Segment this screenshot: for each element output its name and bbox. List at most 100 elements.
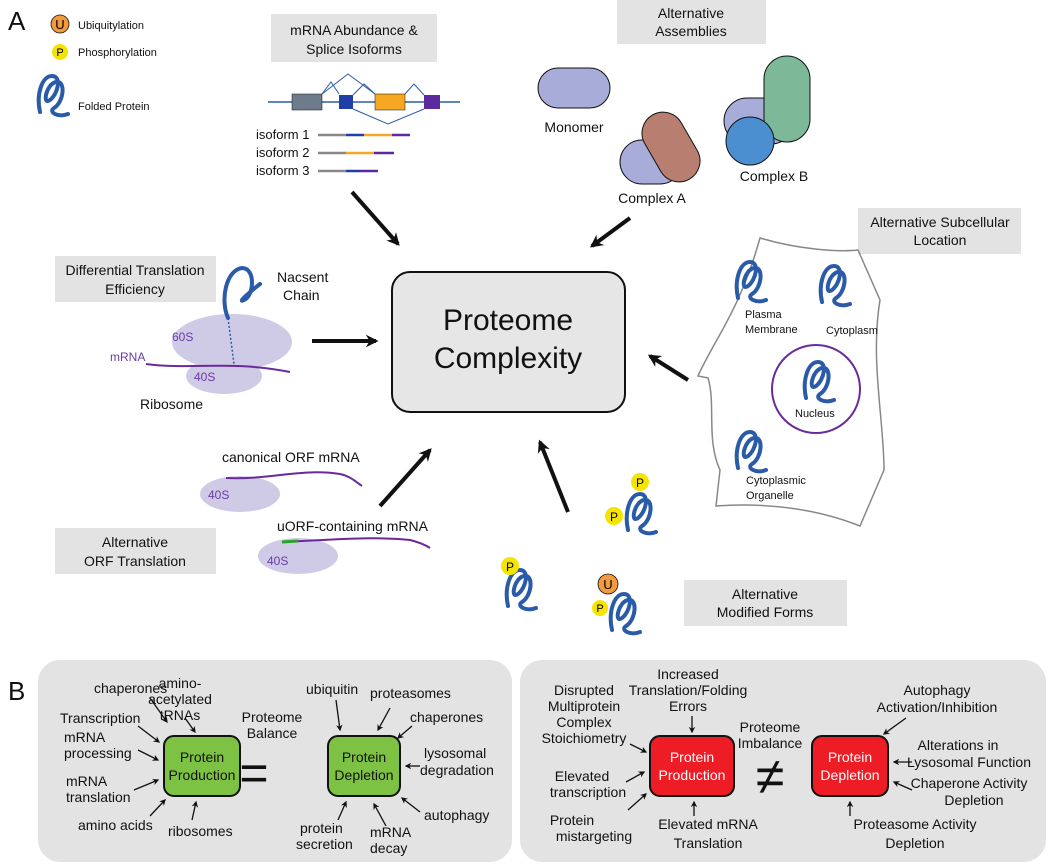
imbalance-arrows xyxy=(625,716,913,816)
imb-production-2: Production xyxy=(659,767,726,783)
gene-model xyxy=(268,73,460,125)
ribosome-mrna-label: mRNA xyxy=(110,350,145,364)
phosphate-icon xyxy=(52,44,68,60)
plasma-membrane-protein xyxy=(734,260,768,304)
modified-box xyxy=(684,580,847,626)
ribosome-mrna-strand xyxy=(145,363,291,373)
uorf-40s-label: 40S xyxy=(267,554,288,568)
nascent-label-1: Nacsent xyxy=(277,269,328,285)
phosphate-badge-1 xyxy=(501,557,519,575)
ubiquitin-text: U xyxy=(603,577,612,592)
imb-lysosomal-2: Lysosomal Function xyxy=(907,754,1031,770)
bal-depletion-1: Protein xyxy=(342,749,386,765)
balance-title-1: Proteome xyxy=(242,709,303,725)
legend: U Ubiquitylation P Phosphorylation Folde… xyxy=(36,14,157,118)
proteome-complexity-box xyxy=(391,271,626,413)
modified-title-2: Modified Forms xyxy=(717,604,813,620)
uorf-40s xyxy=(258,538,338,574)
imb-proteasome-2: Depletion xyxy=(885,835,944,851)
arrow-orf-to-center xyxy=(378,448,432,508)
subcellular-title-1: Alternative Subcellular xyxy=(870,214,1010,230)
complex-b-label: Complex B xyxy=(740,168,808,184)
complex-a-label: Complex A xyxy=(618,190,686,206)
phosphate-text-1: P xyxy=(506,560,514,574)
ribosome-label: Ribosome xyxy=(140,396,203,412)
balance-production-box xyxy=(163,735,241,797)
plasma-label-2: Membrane xyxy=(745,324,798,336)
bal-amino-3: tRNAs xyxy=(160,707,200,723)
imbalance-production-box xyxy=(649,735,735,797)
bal-chaperones-right: chaperones xyxy=(410,709,483,725)
imb-autophagy-2: Activation/Inhibition xyxy=(877,699,998,715)
imb-autophagy-1: Autophagy xyxy=(904,682,971,698)
balance-panel xyxy=(38,660,512,862)
cytoplasm-label: Cytoplasm xyxy=(826,325,878,337)
bal-amino-2: acetylated xyxy=(148,691,212,707)
imbalance-panel xyxy=(520,660,1046,862)
imb-elevated-tx-2: transcription xyxy=(550,784,626,800)
bal-processing-2: processing xyxy=(64,745,132,761)
imb-disrupted-1: Disrupted xyxy=(554,682,614,698)
panel-a-letter: A xyxy=(8,6,26,36)
uorf-segment xyxy=(281,539,299,544)
canonical-40s xyxy=(200,476,280,512)
complex-b-subunit xyxy=(725,116,775,166)
equals-sign: = xyxy=(239,745,268,801)
imb-production-1: Protein xyxy=(670,749,714,765)
legend-ubiquitylation: Ubiquitylation xyxy=(78,20,144,32)
bal-chaperones: chaperones xyxy=(94,680,167,696)
translation-title-2: Efficiency xyxy=(105,281,165,297)
monomer-label: Monomer xyxy=(544,119,603,135)
center-title-1: Proteome xyxy=(443,304,573,337)
phosphate-badge-4 xyxy=(592,600,608,616)
cytoplasm-protein xyxy=(818,264,852,308)
orf-title-2: ORF Translation xyxy=(84,553,186,569)
imb-proteasome-1: Proteasome Activity xyxy=(854,816,977,832)
phosphate-symbol: P xyxy=(56,47,63,59)
bal-amino-1: amino- xyxy=(159,675,202,691)
subcellular-title-2: Location xyxy=(914,232,967,248)
modified-protein-2 xyxy=(624,492,658,536)
complex-a-partner xyxy=(641,111,701,183)
plasma-label-1: Plasma xyxy=(745,309,783,321)
arrow-mrna-to-center xyxy=(350,190,400,246)
imb-disrupted-3: Complex xyxy=(556,714,611,730)
isoform-1-label: isoform 1 xyxy=(256,127,309,142)
bal-proteasomes: proteasomes xyxy=(370,685,451,701)
arrow-subcellular-to-center xyxy=(647,354,690,382)
center-title-2: Complexity xyxy=(434,342,582,375)
nucleus-label: Nucleus xyxy=(795,408,835,420)
imb-increased-3: Errors xyxy=(669,698,707,714)
nucleus-shape xyxy=(771,344,861,434)
bal-production-1: Protein xyxy=(180,749,224,765)
imb-elevated-mrna-1: Elevated mRNA xyxy=(658,816,758,832)
imb-elevated-mrna-2: Translation xyxy=(674,835,743,851)
mrna-abundance-title-2: Splice Isoforms xyxy=(306,41,402,57)
assemblies-title-1: Alternative xyxy=(658,5,724,21)
balance-depletion-box xyxy=(327,735,401,797)
bal-translation-2: translation xyxy=(66,789,131,805)
phosphate-text-2: P xyxy=(636,476,644,490)
orf-box xyxy=(55,528,216,574)
imb-disrupted-2: Multiprotein xyxy=(548,698,620,714)
monomer-shape xyxy=(537,67,611,109)
imbalance-depletion-box xyxy=(811,735,889,797)
imb-chaperone-1: Chaperone Activity xyxy=(911,775,1028,791)
ubiquitin-badge xyxy=(597,573,619,595)
modified-protein-1 xyxy=(504,568,538,612)
imb-elevated-tx-1: Elevated xyxy=(555,768,609,784)
imb-increased-1: Increased xyxy=(657,666,718,682)
imb-mistarget-2: mistargeting xyxy=(556,828,632,844)
orf-title-1: Alternative xyxy=(102,534,168,550)
nucleus-protein xyxy=(802,360,836,404)
phosphate-text-4: P xyxy=(596,603,603,615)
ubiquitin-symbol: U xyxy=(55,17,64,32)
nascent-label-2: Chain xyxy=(283,287,320,303)
mrna-abundance-title-1: mRNA Abundance & xyxy=(290,22,418,38)
imb-increased-2: Translation/Folding xyxy=(629,682,748,698)
panel-b-letter: B xyxy=(8,676,25,706)
subcellular-box xyxy=(858,208,1021,254)
arrow-assemblies-to-center xyxy=(589,216,632,248)
bal-processing-1: mRNA xyxy=(64,729,106,745)
